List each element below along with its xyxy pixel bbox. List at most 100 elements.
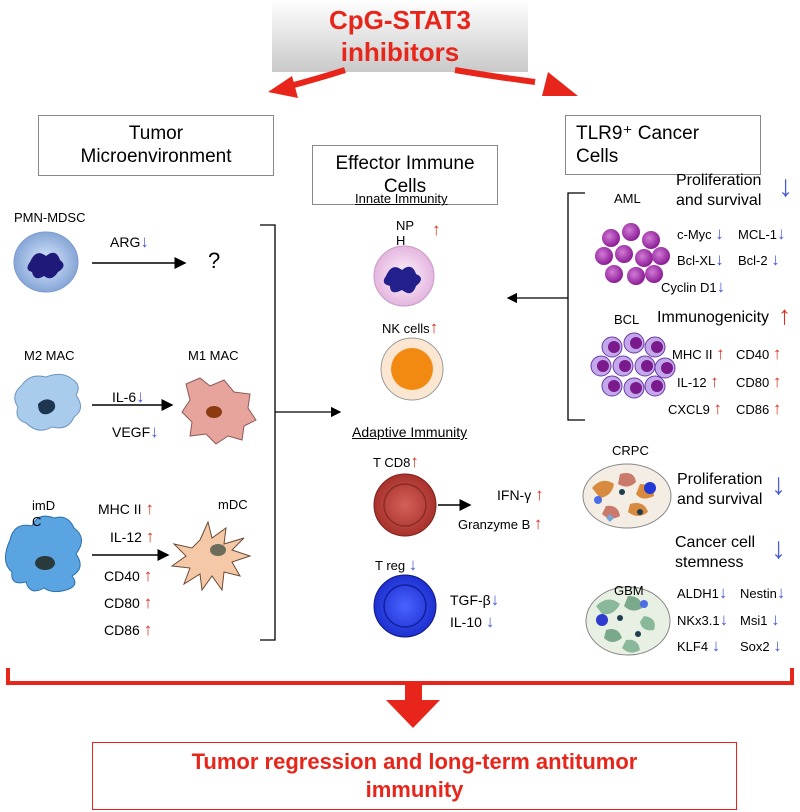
up-arrow-icon: ↑ xyxy=(772,344,782,363)
footer-box: Tumor regression and long-term antitumor… xyxy=(92,742,737,810)
klf4-label: KLF4 ↓ xyxy=(677,636,720,656)
nk-cell xyxy=(380,337,444,401)
up-arrow-icon: ↑ xyxy=(710,372,719,391)
t-cd8-text: T CD8 xyxy=(373,455,411,470)
mdc-cell xyxy=(170,520,252,592)
bottom-arrow xyxy=(386,684,440,728)
il10-text: IL-10 xyxy=(450,614,482,630)
cyclin-text: Cyclin D1 xyxy=(661,280,717,295)
pmn-mdsc-cell xyxy=(13,231,79,293)
bcl2-text: Bcl-2 xyxy=(738,253,768,268)
vegf-text: VEGF xyxy=(112,424,151,440)
survival1-text: and survival xyxy=(676,192,762,209)
up-arrow-icon: ↑ xyxy=(533,514,543,533)
mdc-label: mDC xyxy=(218,497,248,512)
bcl-cells xyxy=(590,332,676,399)
env-cd86: CD86 ↑ xyxy=(104,620,152,640)
stemness-label: Cancer cell stemness xyxy=(675,533,755,573)
mdc-nucleus xyxy=(210,544,226,556)
env-cd86-text: CD86 xyxy=(104,622,140,638)
aml-label: AML xyxy=(614,191,641,206)
nph-up-arrow-icon: ↑ xyxy=(432,220,441,239)
bcl2-label: Bcl-2 ↓ xyxy=(738,250,780,270)
nk-cells-label: NK cells↑ xyxy=(382,318,438,338)
pmn-mdsc-label: PMN-MDSC xyxy=(14,210,86,225)
immunogenicity-label: Immunogenicity xyxy=(657,309,770,326)
bcl-mhc-ii-text: MHC II xyxy=(672,347,713,362)
sox2-text: Sox2 xyxy=(740,639,770,654)
il6-text: IL-6 xyxy=(112,389,137,405)
mcl1-label: MCL-1↓ xyxy=(738,224,786,244)
bcl-cd80: CD80 ↑ xyxy=(736,372,781,392)
tlr9-box: TLR9⁺ Cancer Cells xyxy=(565,115,761,175)
env-cd80-text: CD80 xyxy=(104,595,140,611)
env-cd40-text: CD40 xyxy=(104,568,140,584)
gbm-tissue xyxy=(585,586,671,656)
bcl-label: BCL xyxy=(614,312,640,327)
down-arrow-icon: ↓ xyxy=(711,636,721,655)
nk-cells-text: NK cells xyxy=(382,321,430,336)
env-il12-text: IL-12 xyxy=(110,529,142,545)
up-arrow-icon: ↑ xyxy=(143,593,153,612)
footer-line2: immunity xyxy=(365,777,464,802)
effector-line1: Effector Immune xyxy=(335,153,475,174)
down-arrow-icon: ↓ xyxy=(715,224,724,243)
env-cd40: CD40 ↑ xyxy=(104,566,152,586)
up-arrow-icon: ↑ xyxy=(143,566,153,585)
env-mhc-ii: MHC II ↑ xyxy=(98,499,154,519)
nph-cell xyxy=(373,245,435,307)
granzyme-label: Granzyme B ↑ xyxy=(458,514,542,534)
imdc-label: imD C xyxy=(32,498,56,529)
header-line2: inhibitors xyxy=(340,37,460,67)
bcl-cd40: CD40 ↑ xyxy=(736,344,781,364)
env-il12: IL-12 ↑ xyxy=(110,527,154,547)
down-arrow-icon: ↓ xyxy=(140,232,149,251)
prolif-survival-1: Proliferation and survival xyxy=(676,171,761,211)
red-arrow-right xyxy=(454,67,578,96)
down-arrow-icon: ↓ xyxy=(777,224,786,243)
prolif2-down-arrow-icon: ↓ xyxy=(771,468,786,501)
question-mark: ? xyxy=(208,248,221,273)
t-reg-label: T reg ↓ xyxy=(375,555,417,575)
ifn-label: IFN-γ ↑ xyxy=(497,485,544,505)
granzyme-text: Granzyme B xyxy=(458,517,531,532)
m2-nucleus xyxy=(38,399,56,415)
prolif1-text: Proliferation xyxy=(676,172,762,189)
up-arrow-icon: ↑ xyxy=(772,372,782,391)
header-line1: CpG-STAT3 xyxy=(328,5,472,35)
stem1-text: Cancer cell xyxy=(675,534,756,551)
m2-mac-label: M2 MAC xyxy=(24,348,75,363)
bcl-cxcl9-text: CXCL9 xyxy=(668,402,710,417)
bclxl-text: Bcl-XL xyxy=(677,253,716,268)
il6-label: IL-6↓ xyxy=(112,387,145,407)
msi1-label: Msi1 ↓ xyxy=(740,610,780,630)
tgf-label: TGF-β↓ xyxy=(450,590,499,610)
bcl-cd86-text: CD86 xyxy=(736,402,770,417)
down-arrow-icon: ↓ xyxy=(776,583,786,602)
right-bracket xyxy=(567,192,585,421)
ifn-text: IFN-γ xyxy=(497,487,532,503)
up-arrow-icon: ↑ xyxy=(535,485,544,504)
tumor-env-line1: Tumor xyxy=(128,123,184,144)
imdc-nucleus xyxy=(35,556,55,570)
down-arrow-icon: ↓ xyxy=(485,612,495,631)
cmyc-label: c-Myc ↓ xyxy=(677,224,724,244)
tumor-env-line2: Microenvironment xyxy=(80,146,232,167)
tlr9-line1: TLR9⁺ Cancer xyxy=(576,123,700,144)
stem-down-arrow-icon: ↓ xyxy=(771,532,786,565)
nkx-label: NKx3.1↓ xyxy=(677,610,728,630)
immuno-up-arrow-icon: ↑ xyxy=(778,300,791,330)
bcl-cd86: CD86 ↑ xyxy=(736,399,781,419)
mcl1-text: MCL-1 xyxy=(738,227,778,242)
up-arrow-icon: ↑ xyxy=(716,344,725,363)
up-arrow-icon: ↑ xyxy=(143,620,153,639)
env-mhc-ii-text: MHC II xyxy=(98,501,142,517)
adaptive-immunity-label: Adaptive Immunity xyxy=(352,424,468,440)
bcl-cd80-text: CD80 xyxy=(736,375,770,390)
down-arrow-icon: ↓ xyxy=(719,610,729,629)
imdc-cell xyxy=(5,515,82,593)
down-arrow-icon: ↓ xyxy=(136,387,145,406)
t-cd8-cell xyxy=(373,473,437,537)
msi1-text: Msi1 xyxy=(740,613,768,628)
